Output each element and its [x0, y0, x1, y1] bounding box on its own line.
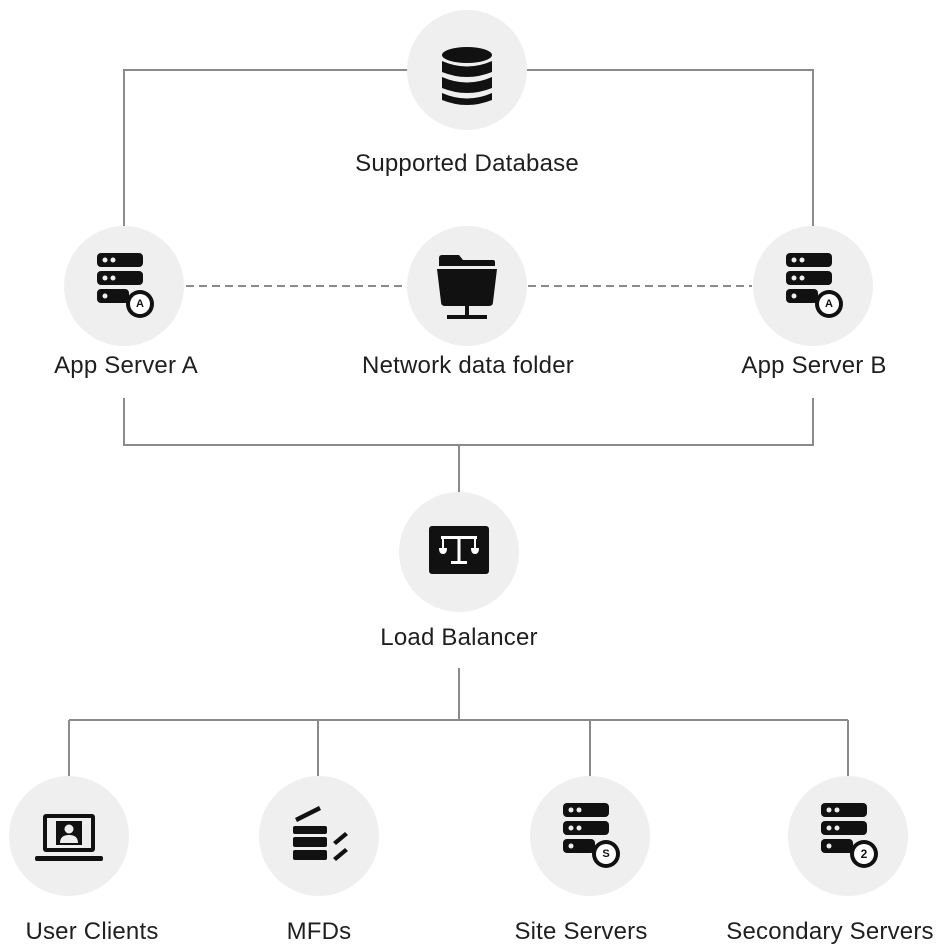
database-icon	[442, 47, 492, 105]
database-label: Supported Database	[355, 150, 579, 177]
app-server-b-label: App Server B	[741, 352, 887, 379]
site-servers-badge: S	[602, 848, 610, 860]
network-folder-label: Network data folder	[362, 352, 574, 379]
app-server-a-node: A	[64, 226, 184, 346]
app-server-a-badge: A	[136, 298, 144, 310]
network-folder-node	[407, 226, 527, 346]
app-server-b-node: A	[753, 226, 873, 346]
app-server-icon	[97, 253, 154, 318]
load-balancer-node	[399, 492, 519, 612]
load-balancer-label: Load Balancer	[380, 624, 538, 651]
site-server-icon	[563, 803, 620, 868]
secondary-server-icon	[821, 803, 878, 868]
laptop-user-icon	[35, 814, 103, 861]
app-servers-bus-line	[123, 398, 814, 446]
secondary-servers-badge: 2	[860, 847, 868, 861]
user-clients-label: User Clients	[25, 918, 159, 945]
site-servers-label: Site Servers	[514, 918, 648, 945]
user-clients-node	[9, 776, 129, 896]
printer-icon	[293, 806, 348, 861]
mfds-label: MFDs	[286, 918, 352, 945]
database-node	[407, 10, 527, 130]
network-folder-icon	[437, 255, 497, 319]
secondary-servers-node: 2	[788, 776, 908, 896]
site-servers-node: S	[530, 776, 650, 896]
app-server-a-label: App Server A	[54, 352, 198, 379]
secondary-servers-label: Secondary Servers	[726, 918, 934, 945]
app-server-b-badge: A	[825, 298, 833, 310]
app-server-icon	[786, 253, 843, 318]
mfds-node	[259, 776, 379, 896]
load-balancer-icon	[429, 526, 489, 574]
